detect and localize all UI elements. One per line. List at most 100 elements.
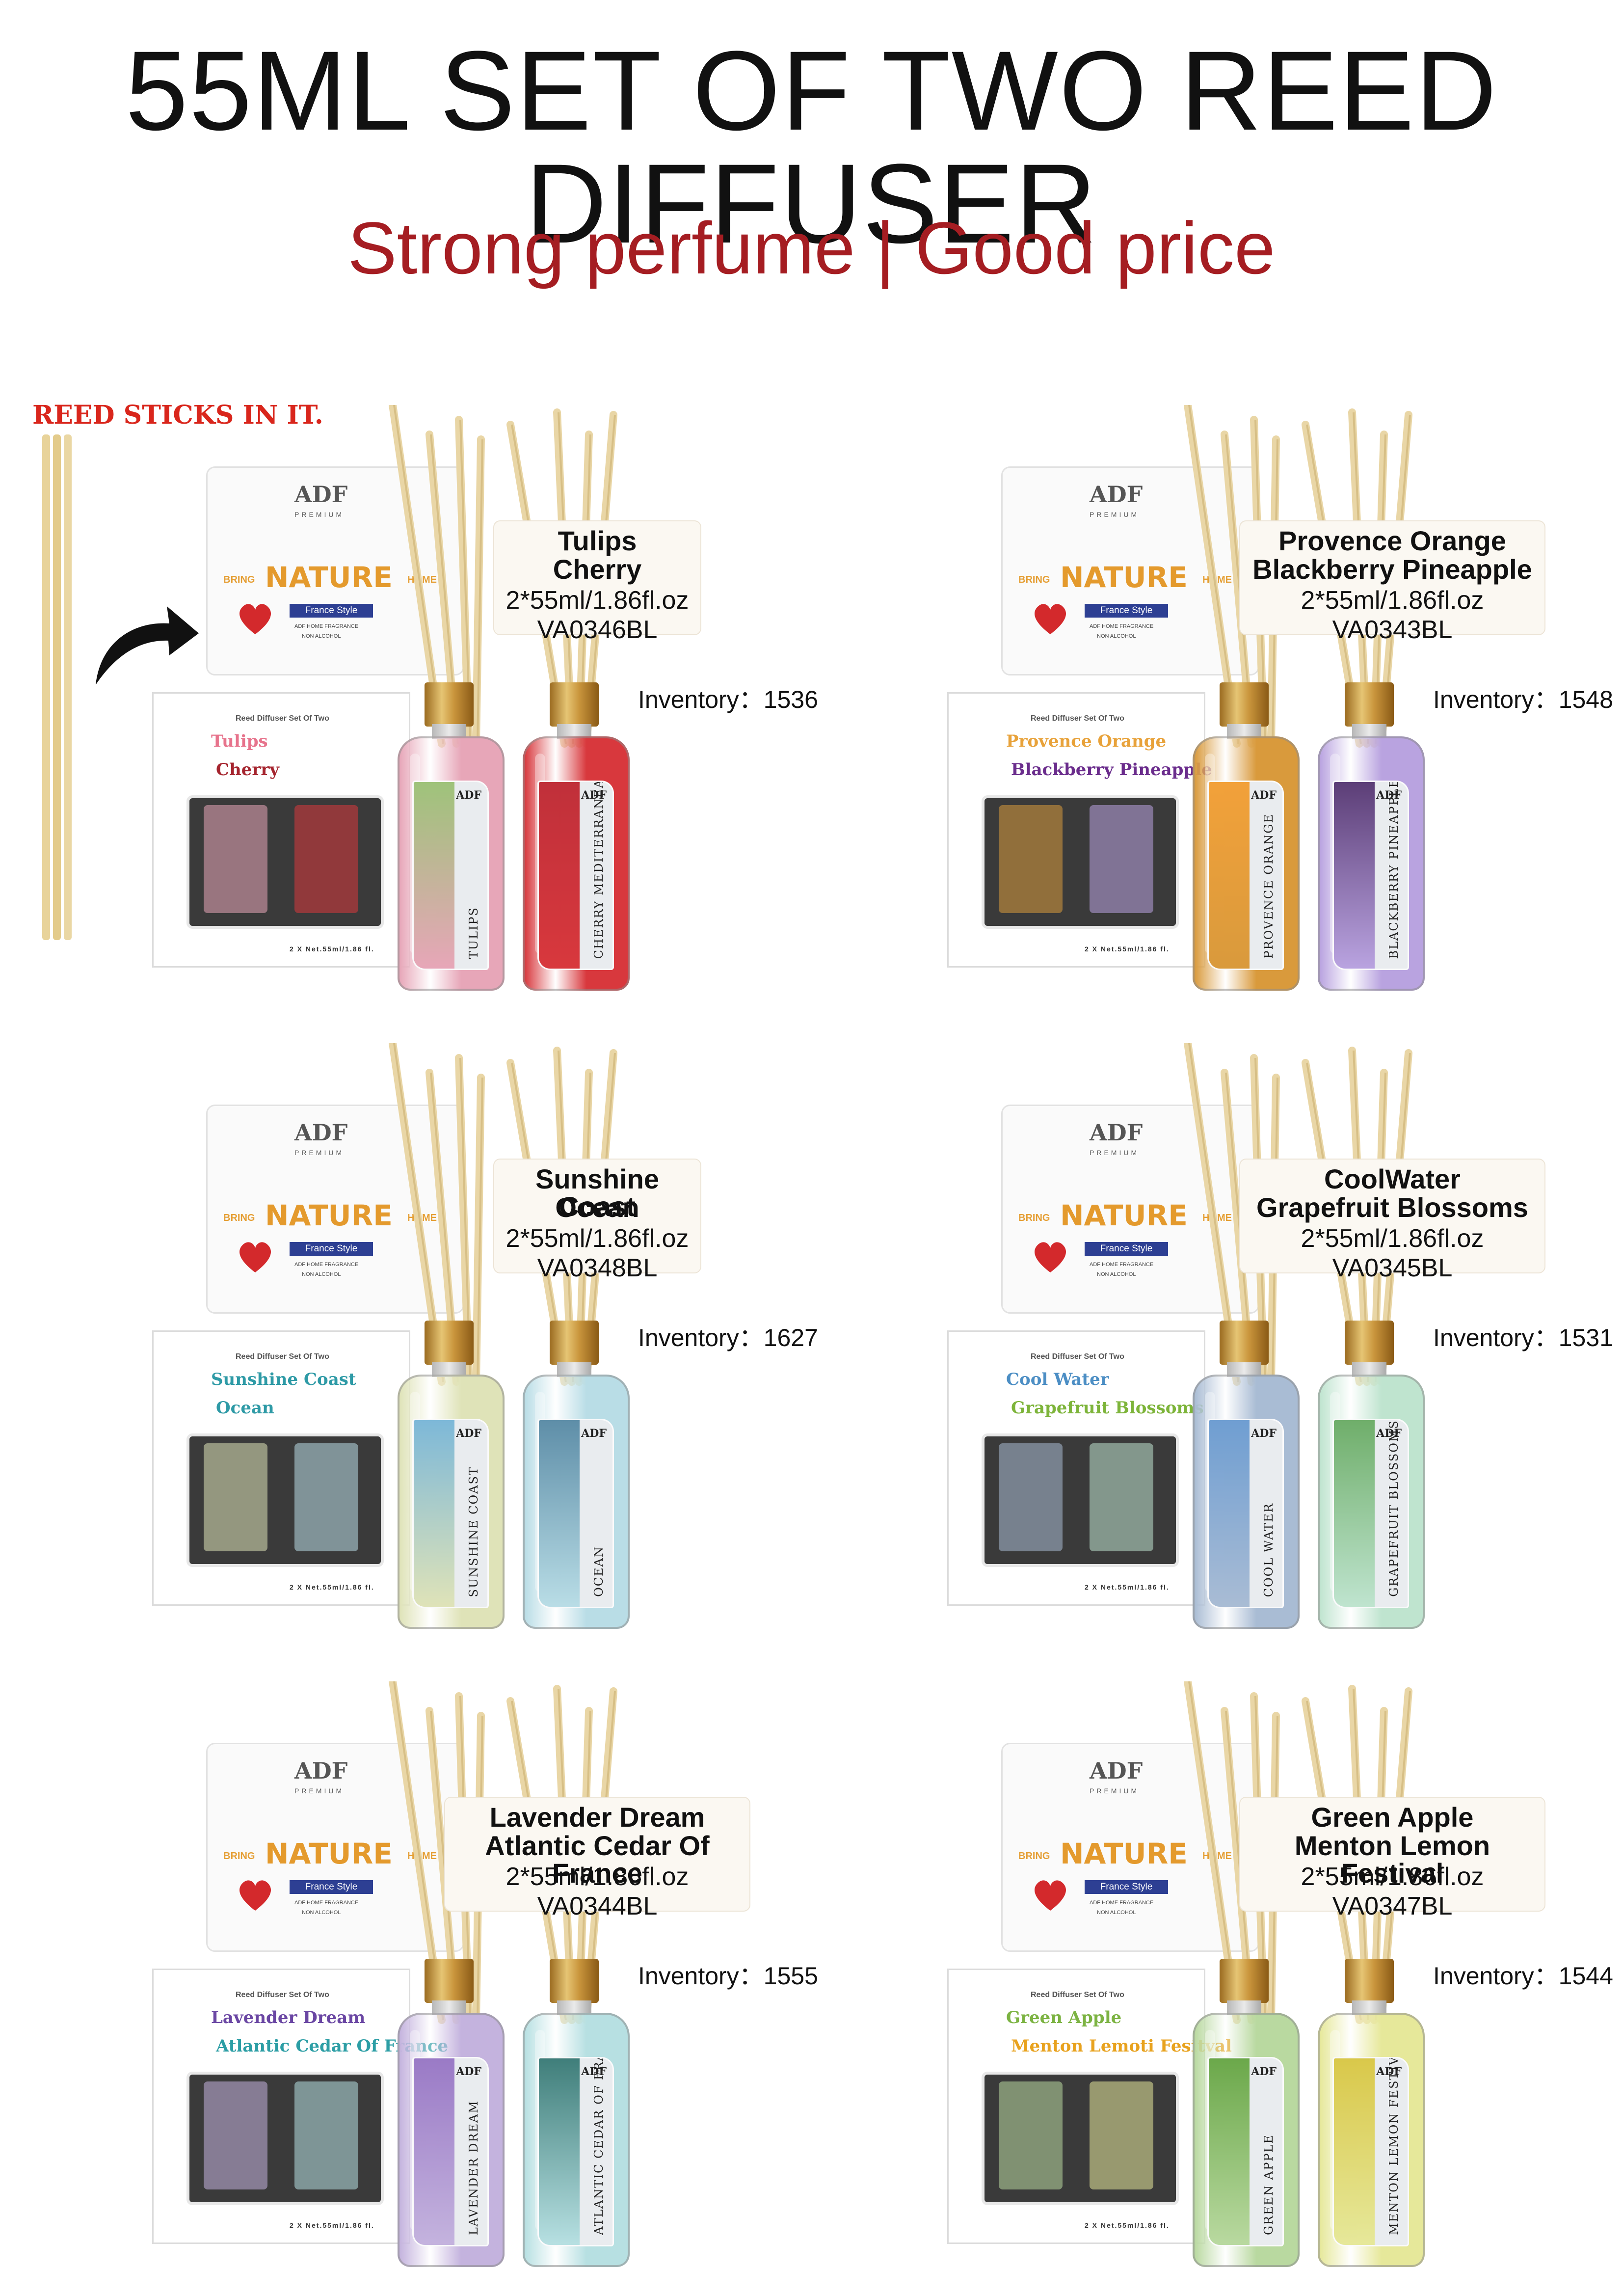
box-net-volume: 2 X Net.55ml/1.86 fl. [1085, 2221, 1170, 2229]
non-alcohol-text: NON ALCOHOL [302, 1271, 341, 1277]
bottle-right-cap [550, 1959, 599, 2003]
bottle-right-cap [1345, 682, 1394, 727]
bottle-left-label-art [414, 782, 454, 969]
box-window-bottle-left [204, 805, 267, 913]
box-nature-text: NATURE [1060, 561, 1188, 594]
box-window-bottle-left [999, 1443, 1063, 1551]
brand-premium: PREMIUM [294, 1787, 345, 1795]
product-volume: 2*55ml/1.86fl.oz [506, 1863, 689, 1891]
box-bring-text: BRING [223, 1851, 255, 1862]
bottle-right-label-text: GRAPEFRUIT BLOSSOMS [1387, 1420, 1401, 1597]
box-set-of-two-text: Reed Diffuser Set Of Two [236, 714, 329, 723]
product-code: VA0347BL [1332, 1892, 1453, 1920]
brand-logo: ADF [1090, 1119, 1143, 1146]
heart-icon [239, 1880, 271, 1911]
box-nature-text: NATURE [1060, 1199, 1188, 1232]
bottle-left-label-logo: ADF [1251, 1427, 1277, 1440]
bottle-right-label-logo: ADF [1376, 789, 1402, 802]
box-net-volume: 2 X Net.55ml/1.86 fl. [290, 2221, 374, 2229]
bottle-right-label-art [539, 2058, 580, 2245]
bottle-right-label-logo: ADF [581, 1427, 607, 1440]
bottle-left-label-text: PROVENCE ORANGE [1262, 813, 1276, 959]
adf-home-fragrance-text: ADF HOME FRAGRANCE [294, 623, 359, 629]
adf-home-fragrance-text: ADF HOME FRAGRANCE [1090, 1900, 1154, 1906]
heart-icon [239, 604, 271, 634]
box-window-bottle-right [1090, 805, 1153, 913]
bottle-left-label: PROVENCE ORANGE ADF [1207, 781, 1284, 970]
bottle-right-label-art [1334, 1420, 1375, 1607]
box-net-volume: 2 X Net.55ml/1.86 fl. [290, 945, 374, 953]
france-style-badge: France Style [1085, 1242, 1168, 1256]
bottle-left-label-art [1209, 1420, 1250, 1607]
product-inventory: Inventory：1531 [1433, 1324, 1613, 1351]
box-fragrance-line2: Ocean [216, 1398, 274, 1418]
box-set-of-two-text: Reed Diffuser Set Of Two [1031, 714, 1124, 723]
box-fragrance-line1: Lavender Dream [211, 2008, 366, 2027]
box-bring-text: BRING [1018, 574, 1050, 585]
heart-icon [1035, 1880, 1066, 1911]
product-code: VA0348BL [537, 1254, 658, 1282]
product-name-line2: Atlantic Cedar Of France [485, 1830, 710, 1889]
bottle-right-label: OCEAN ADF [537, 1419, 614, 1608]
bottle-left-cap [1220, 682, 1269, 727]
bottle-right-label-logo: ADF [581, 789, 607, 802]
non-alcohol-text: NON ALCOHOL [302, 633, 341, 639]
brand-premium: PREMIUM [294, 1149, 345, 1157]
box-fragrance-line2: Grapefruit Blossoms [1011, 1398, 1204, 1418]
product-name-line2: Grapefruit Blossoms [1256, 1192, 1528, 1223]
reed-note: REED STICKS IN IT. [32, 400, 323, 430]
bottle-left-label-text: TULIPS [467, 906, 480, 959]
france-style-badge: France Style [290, 1242, 373, 1256]
bottle-right-cap [1345, 1959, 1394, 2003]
non-alcohol-text: NON ALCOHOL [1097, 1271, 1136, 1277]
product-name-line2: Ocean [555, 1192, 639, 1223]
bottle-left-label-logo: ADF [1251, 789, 1277, 802]
france-style-badge: France Style [1085, 1880, 1168, 1894]
box-nature-text: NATURE [265, 1199, 393, 1232]
box-window-bottle-left [204, 2081, 267, 2189]
box-bring-text: BRING [1018, 1213, 1050, 1223]
bottle-right-label-art [1334, 782, 1375, 969]
product-name-line2: Blackberry Pineapple [1252, 554, 1532, 585]
france-style-badge: France Style [1085, 604, 1168, 618]
brand-logo: ADF [294, 1119, 348, 1146]
box-net-volume: 2 X Net.55ml/1.86 fl. [1085, 1583, 1170, 1591]
box-fragrance-line1: Cool Water [1006, 1370, 1109, 1389]
bottle-left-cap [425, 1959, 474, 2003]
product-volume: 2*55ml/1.86fl.oz [1301, 1224, 1484, 1253]
box-window-bottle-right [1090, 2081, 1153, 2189]
product-volume: 2*55ml/1.86fl.oz [506, 586, 689, 615]
non-alcohol-text: NON ALCOHOL [1097, 633, 1136, 639]
product-inventory: Inventory：1555 [638, 1962, 818, 1990]
reed-sticks-illustration [42, 434, 72, 940]
page-title: 55ML SET OF TWO REED DIFFUSER [125, 27, 1498, 267]
adf-home-fragrance-text: ADF HOME FRAGRANCE [294, 1900, 359, 1906]
gift-box-back [206, 1105, 464, 1314]
product-code: VA0344BL [537, 1892, 658, 1920]
bottle-right-label-art [539, 782, 580, 969]
brand-premium: PREMIUM [1090, 1149, 1140, 1157]
box-bring-text: BRING [223, 1213, 255, 1223]
box-nature-text: NATURE [265, 561, 393, 594]
product-name-line1: Sunshine Coast [535, 1163, 660, 1222]
product-name-line1: Tulips [558, 525, 637, 556]
bottle-right-label-text: OCEAN [592, 1546, 606, 1597]
box-window-bottle-left [999, 805, 1063, 913]
box-bring-text: BRING [223, 574, 255, 585]
box-fragrance-line1: Tulips [211, 731, 268, 751]
brand-premium: PREMIUM [294, 511, 345, 518]
gift-box-back [206, 466, 464, 675]
brand-premium: PREMIUM [1090, 1787, 1140, 1795]
gift-box-back [1001, 1105, 1259, 1314]
box-bring-text: BRING [1018, 1851, 1050, 1862]
